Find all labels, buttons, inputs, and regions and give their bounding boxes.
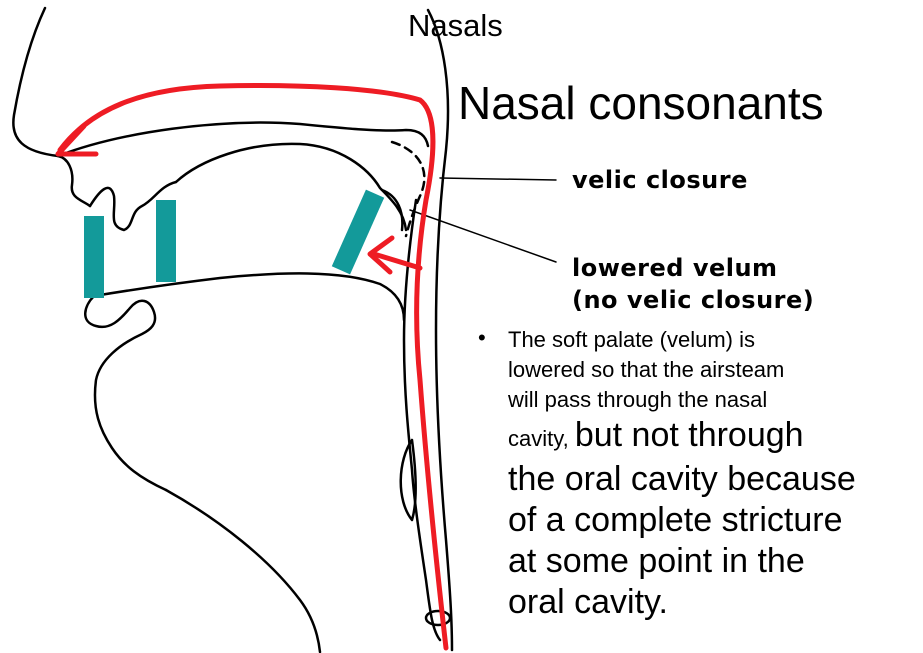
head-outline (13, 8, 452, 652)
jaw-outline (166, 490, 320, 652)
tongue-outline (94, 273, 404, 320)
bullet-line: lowered so that the airsteam (508, 355, 923, 385)
closure-bar-bilabial (84, 216, 104, 298)
lowered-velum (382, 190, 402, 230)
bullet-line: of a complete stricture (508, 500, 923, 541)
bullet-icon: • (478, 327, 486, 349)
bullet-line: The soft palate (velum) is (508, 325, 923, 355)
closure-bars (84, 190, 384, 298)
larynx-ring (426, 611, 450, 625)
velic-closure-label: velic closure (572, 168, 748, 192)
velum-positions (382, 142, 556, 262)
nose-outline (13, 8, 90, 206)
nasal-cavity-top (58, 123, 428, 156)
leader-lowered-velum (410, 210, 556, 262)
leader-velic-closure (440, 178, 556, 180)
bullet-line: oral cavity. (508, 582, 923, 623)
raised-velum-dashed (392, 142, 424, 236)
bullet-line-large-part: but not through (575, 416, 804, 454)
no-velic-closure-label: (no velic closure) (572, 288, 814, 312)
lowered-velum-label: lowered velum (572, 256, 778, 280)
slide-subtitle: Nasals (408, 10, 503, 41)
slide-title: Nasal consonants (458, 80, 824, 126)
bullet-line-mixed: cavity, but not through (508, 415, 923, 459)
pharynx-back-wall (428, 10, 452, 650)
bullet-text: The soft palate (velum) is lowered so th… (508, 325, 923, 623)
lower-lip-outline (85, 296, 166, 490)
airflow-path (58, 86, 446, 648)
closure-bar-alveolar (156, 200, 176, 282)
bullet-line: will pass through the nasal (508, 385, 923, 415)
airflow-line (60, 86, 446, 648)
bullet-line: the oral cavity because (508, 459, 923, 500)
bullet-line-small-part: cavity, (508, 426, 575, 451)
bullet-line: at some point in the (508, 541, 923, 582)
